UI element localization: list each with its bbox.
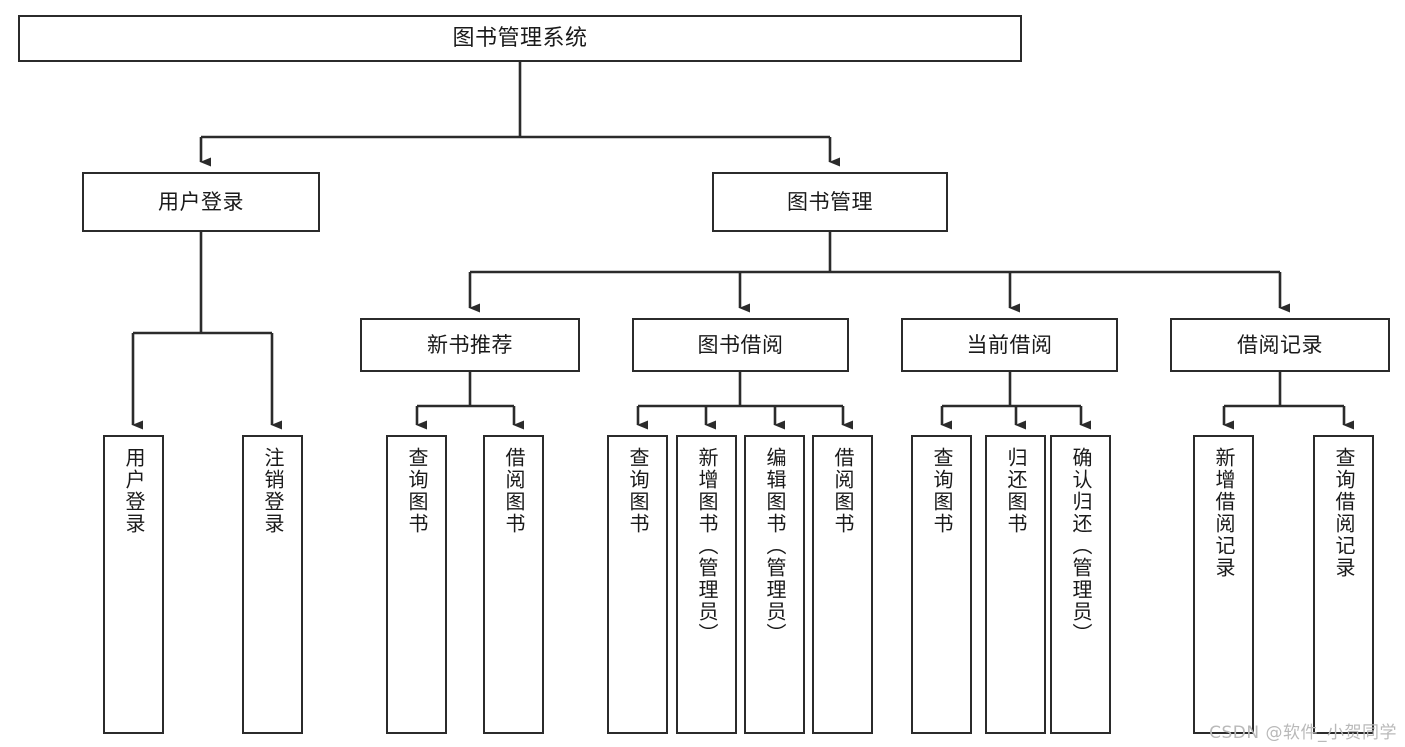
node-current-borrow[interactable]: 当前借阅 [901, 318, 1118, 372]
node-book-borrow[interactable]: 图书借阅 [632, 318, 849, 372]
leaf-query-book-current[interactable]: 查询图书 [911, 435, 972, 734]
leaf-label: 归还图书 [1004, 447, 1028, 535]
leaf-user-login[interactable]: 用户登录 [103, 435, 164, 734]
node-new-book-recommend-label: 新书推荐 [427, 332, 513, 357]
leaf-query-book-borrow[interactable]: 查询图书 [607, 435, 668, 734]
leaf-label: 确认归还（管理员） [1069, 447, 1093, 645]
leaf-label: 注销登录 [261, 447, 285, 535]
leaf-label: 借阅图书 [831, 447, 855, 535]
leaf-label: 查询借阅记录 [1332, 447, 1356, 579]
leaf-label: 查询图书 [930, 447, 954, 535]
node-root[interactable]: 图书管理系统 [18, 15, 1022, 62]
leaf-query-borrow-record[interactable]: 查询借阅记录 [1313, 435, 1374, 734]
leaf-edit-book-admin[interactable]: 编辑图书（管理员） [744, 435, 805, 734]
node-current-borrow-label: 当前借阅 [966, 332, 1053, 357]
node-user-login[interactable]: 用户登录 [82, 172, 320, 232]
leaf-add-book-admin[interactable]: 新增图书（管理员） [676, 435, 737, 734]
leaf-add-borrow-record[interactable]: 新增借阅记录 [1193, 435, 1254, 734]
node-borrow-records[interactable]: 借阅记录 [1170, 318, 1390, 372]
leaf-confirm-return-admin[interactable]: 确认归还（管理员） [1050, 435, 1111, 734]
leaf-label: 用户登录 [122, 447, 146, 535]
leaf-logout[interactable]: 注销登录 [242, 435, 303, 734]
node-user-login-label: 用户登录 [158, 189, 244, 214]
leaf-label: 编辑图书（管理员） [763, 447, 787, 645]
node-book-borrow-label: 图书借阅 [697, 332, 784, 357]
node-new-book-recommend[interactable]: 新书推荐 [360, 318, 580, 372]
node-borrow-records-label: 借阅记录 [1237, 332, 1323, 357]
node-book-management[interactable]: 图书管理 [712, 172, 948, 232]
node-book-management-label: 图书管理 [787, 189, 873, 214]
leaf-label: 新增借阅记录 [1212, 447, 1236, 579]
leaf-borrow-book[interactable]: 借阅图书 [812, 435, 873, 734]
leaf-label: 借阅图书 [502, 447, 526, 535]
node-root-label: 图书管理系统 [452, 25, 588, 51]
leaf-label: 查询图书 [405, 447, 429, 535]
leaf-query-book-newbook[interactable]: 查询图书 [386, 435, 447, 734]
csdn-watermark: CSDN @软件_小贺同学 [1209, 723, 1397, 743]
leaf-return-book[interactable]: 归还图书 [985, 435, 1046, 734]
leaf-label: 新增图书（管理员） [695, 447, 719, 645]
leaf-borrow-book-newbook[interactable]: 借阅图书 [483, 435, 544, 734]
leaf-label: 查询图书 [626, 447, 650, 535]
